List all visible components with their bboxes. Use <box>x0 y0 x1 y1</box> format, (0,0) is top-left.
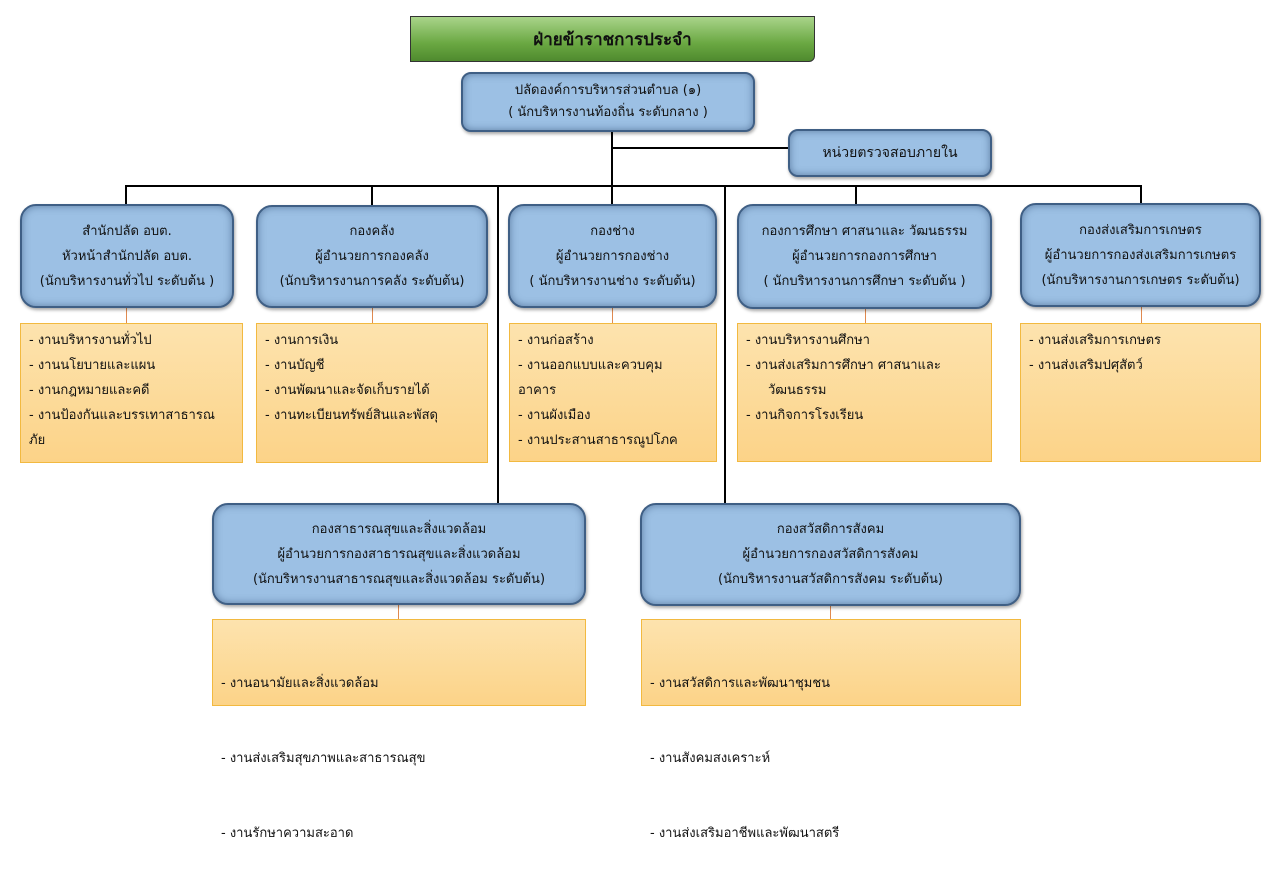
task-item: - งานสังคมสงเคราะห์ <box>650 751 771 766</box>
root-title: ปลัดองค์การบริหารส่วนตำบล (๑) <box>514 83 702 98</box>
task-connector <box>1141 307 1142 323</box>
department-name: กองส่งเสริมการเกษตร <box>1079 222 1202 238</box>
department-box-office: สำนักปลัด อบต. หัวหน้าสำนักปลัด อบต. (นั… <box>20 204 234 308</box>
task-item: - งานป้องกันและบรรเทาสาธารณ <box>29 408 215 423</box>
department-level: (นักบริหารงานสวัสดิการสังคม ระดับต้น) <box>718 572 943 587</box>
connector-audit <box>612 147 788 149</box>
department-name: กองช่าง <box>590 223 635 239</box>
department-level: ( นักบริหารงานช่าง ระดับต้น) <box>529 273 696 289</box>
task-connector <box>830 604 831 619</box>
department-head: ผู้อำนวยการกองสาธารณสุขและสิ่งแวดล้อม <box>277 546 521 562</box>
task-item: ภัย <box>29 433 46 448</box>
task-item: - งานส่งเสริมสุขภาพและสาธารณสุข <box>221 751 426 766</box>
department-name: กองการศึกษา ศาสนาและ วัฒนธรรม <box>761 224 968 239</box>
department-level: (นักบริหารงานทั่วไป ระดับต้น ) <box>39 273 215 289</box>
department-box-public-health: กองสาธารณสุขและสิ่งแวดล้อม ผู้อำนวยการกอ… <box>212 503 586 605</box>
department-level: (นักบริหารงานสาธารณสุขและสิ่งแวดล้อม ระด… <box>252 571 546 587</box>
task-item: - งานส่งเสริมปศุสัตว์ <box>1029 358 1143 373</box>
task-connector <box>372 307 373 323</box>
task-item: - งานบัญชี <box>265 358 325 373</box>
task-item: - งานกฎหมายและคดี <box>29 383 150 398</box>
audit-unit-box: หน่วยตรวจสอบภายใน <box>788 129 992 177</box>
connector-drop-7 <box>724 185 726 504</box>
task-item: - งานบริหารงานทั่วไป <box>29 333 152 348</box>
department-level: (นักบริหารงานการเกษตร ระดับต้น) <box>1041 272 1240 288</box>
department-head: หัวหน้าสำนักปลัด อบต. <box>61 248 193 264</box>
task-connector <box>398 604 399 619</box>
department-box-agriculture: กองส่งเสริมการเกษตร ผู้อำนวยการกองส่งเสร… <box>1020 203 1261 307</box>
task-item: - งานทะเบียนทรัพย์สินและพัสดุ <box>265 408 438 423</box>
task-item: อาคาร <box>518 383 557 398</box>
department-name: กองคลัง <box>349 224 395 239</box>
task-connector <box>612 307 613 323</box>
task-item: - งานบริหารงานศึกษา <box>746 333 870 348</box>
task-list-social-welfare: - งานสวัสดิการและพัฒนาชุมชน - งานสังคมสง… <box>641 619 1021 841</box>
department-level: (นักบริหารงานการคลัง ระดับต้น) <box>279 274 465 289</box>
task-item: - งานส่งเสริมอาชีพและพัฒนาสตรี <box>650 826 840 841</box>
task-item: - งานกิจการโรงเรียน <box>746 408 864 423</box>
task-item: - งานนโยบายและแผน <box>29 358 156 373</box>
task-list-finance: - งานการเงิน - งานบัญชี - งานพัฒนาและจัด… <box>256 323 488 463</box>
task-item: - งานสวัสดิการและพัฒนาชุมชน <box>650 676 831 691</box>
department-head: ผู้อำนวยการกองการศึกษา <box>792 249 937 264</box>
task-list-agriculture: - งานส่งเสริมการเกษตร - งานส่งเสริมปศุสั… <box>1020 323 1261 462</box>
task-item: - งานผังเมือง <box>518 408 591 423</box>
connector-drop-3 <box>611 185 613 205</box>
connector-drop-4 <box>855 185 857 205</box>
connector-drop-1 <box>125 185 127 205</box>
task-item: - งานประสานสาธารณูปโภค <box>518 433 678 448</box>
department-name: สำนักปลัด อบต. <box>82 223 172 239</box>
task-list-office: - งานบริหารงานทั่วไป - งานนโยบายและแผน -… <box>20 323 243 463</box>
department-level: ( นักบริหารงานการศึกษา ระดับต้น ) <box>763 274 966 289</box>
department-box-engineering: กองช่าง ผู้อำนวยการกองช่าง ( นักบริหารงา… <box>508 204 717 308</box>
department-head: ผู้อำนวยการกองคลัง <box>315 249 429 264</box>
task-connector <box>865 307 866 323</box>
task-item: - งานก่อสร้าง <box>518 333 594 348</box>
task-item: - งานส่งเสริมการเกษตร <box>1029 333 1162 348</box>
audit-unit-label: หน่วยตรวจสอบภายใน <box>822 145 958 161</box>
connector-drop-6 <box>497 185 499 504</box>
task-item: - งานออกแบบและควบคุม <box>518 358 663 373</box>
connector-root-down <box>611 131 613 187</box>
task-list-education: - งานบริหารงานศึกษา - งานส่งเสริมการศึกษ… <box>737 323 992 462</box>
department-head: ผู้อำนวยการกองช่าง <box>555 248 670 264</box>
task-item: - งานส่งเสริมการศึกษา ศาสนาและ <box>746 358 941 373</box>
department-head: ผู้อำนวยการกองสวัสดิการสังคม <box>742 547 919 562</box>
department-name: กองสวัสดิการสังคม <box>776 522 885 537</box>
task-item: - งานการเงิน <box>265 333 339 348</box>
task-item: - งานรักษาความสะอาด <box>221 826 354 841</box>
department-box-finance: กองคลัง ผู้อำนวยการกองคลัง (นักบริหารงาน… <box>256 205 488 308</box>
task-list-public-health: - งานอนามัยและสิ่งแวดล้อม - งานส่งเสริมส… <box>212 619 586 841</box>
root-subtitle: ( นักบริหารงานท้องถิ่น ระดับกลาง ) <box>508 105 708 120</box>
task-connector <box>126 307 127 323</box>
task-list-engineering: - งานก่อสร้าง - งานออกแบบและควบคุม อาคาร… <box>509 323 717 462</box>
root-position-box: ปลัดองค์การบริหารส่วนตำบล (๑) ( นักบริหา… <box>461 72 755 132</box>
department-box-social-welfare: กองสวัสดิการสังคม ผู้อำนวยการกองสวัสดิกา… <box>640 503 1021 606</box>
task-item: วัฒนธรรม <box>768 383 827 398</box>
task-item: - งานพัฒนาและจัดเก็บรายได้ <box>265 383 430 398</box>
task-item: - งานอนามัยและสิ่งแวดล้อม <box>221 676 379 691</box>
department-box-education: กองการศึกษา ศาสนาและ วัฒนธรรม ผู้อำนวยกา… <box>737 204 992 309</box>
connector-drop-2 <box>371 185 373 205</box>
connector-drop-5 <box>1140 185 1142 205</box>
section-title: ฝ่ายข้าราชการประจำ <box>410 16 815 62</box>
department-head: ผู้อำนวยการกองส่งเสริมการเกษตร <box>1044 247 1237 263</box>
department-name: กองสาธารณสุขและสิ่งแวดล้อม <box>311 521 487 537</box>
connector-bus <box>125 185 1142 187</box>
